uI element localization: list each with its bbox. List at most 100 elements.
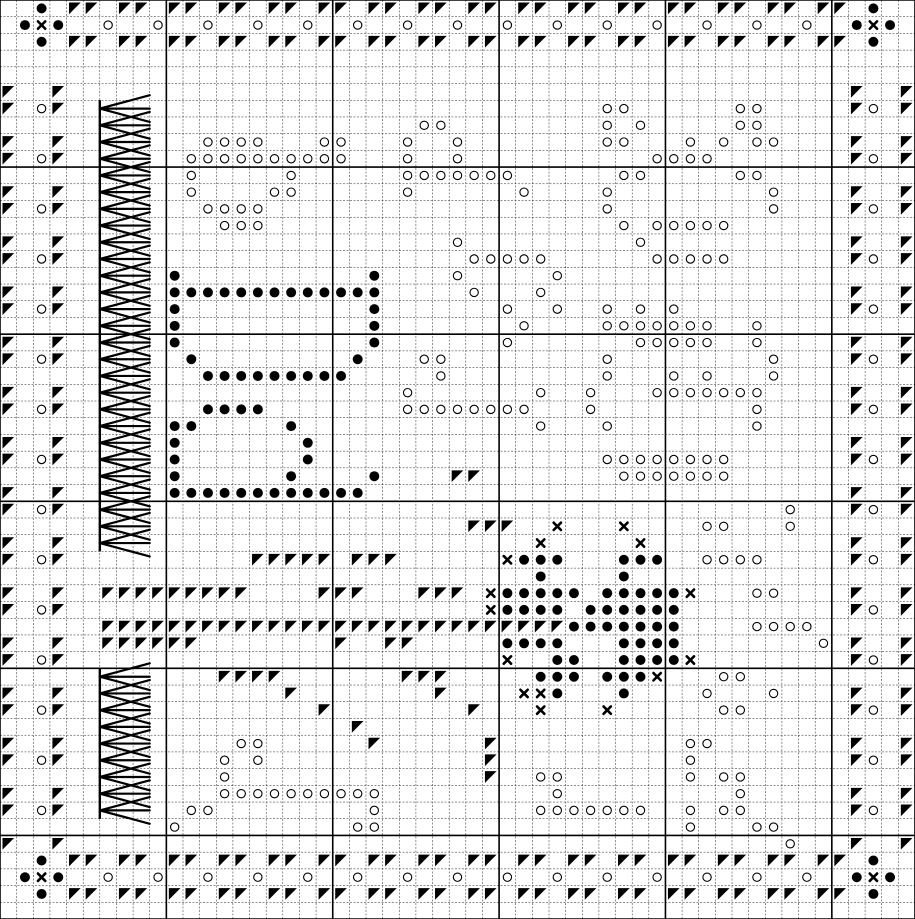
stitch-dot xyxy=(552,688,562,698)
stitch-dot xyxy=(602,605,612,615)
stitch-dot xyxy=(636,638,646,648)
stitch-dot xyxy=(186,354,196,364)
stitch-dot xyxy=(652,555,662,565)
stitch-dot xyxy=(669,588,679,598)
stitch-dot xyxy=(619,655,629,665)
stitch-dot xyxy=(619,588,629,598)
stitch-dot xyxy=(286,471,296,481)
stitch-dot xyxy=(170,455,180,465)
stitch-dot xyxy=(336,287,346,297)
stitch-dot xyxy=(20,20,30,30)
stitch-dot xyxy=(636,555,646,565)
stitch-dot xyxy=(519,555,529,565)
stitch-dot xyxy=(220,488,230,498)
stitch-dot xyxy=(619,571,629,581)
stitch-dot xyxy=(236,371,246,381)
stitch-dot xyxy=(270,371,280,381)
stitch-dot xyxy=(552,655,562,665)
stitch-dot xyxy=(236,287,246,297)
stitch-dot xyxy=(636,655,646,665)
stitch-dot xyxy=(619,688,629,698)
stitch-dot xyxy=(636,622,646,632)
stitch-dot xyxy=(286,488,296,498)
stitch-dot xyxy=(319,488,329,498)
stitch-dot xyxy=(253,488,263,498)
stitch-dot xyxy=(170,338,180,348)
stitch-dot xyxy=(303,371,313,381)
stitch-dot xyxy=(652,655,662,665)
stitch-dot xyxy=(53,872,63,882)
stitch-dot xyxy=(502,638,512,648)
stitch-dot xyxy=(552,638,562,648)
stitch-dot xyxy=(652,605,662,615)
stitch-dot xyxy=(203,404,213,414)
stitch-dot xyxy=(636,672,646,682)
stitch-dot xyxy=(253,371,263,381)
stitch-dot xyxy=(186,488,196,498)
stitch-dot xyxy=(868,37,878,47)
stitch-dot xyxy=(303,438,313,448)
stitch-dot xyxy=(37,856,47,866)
stitch-dot xyxy=(619,605,629,615)
stitch-dot xyxy=(353,488,363,498)
stitch-dot xyxy=(652,622,662,632)
stitch-dot xyxy=(502,588,512,598)
stitch-dot xyxy=(203,488,213,498)
stitch-dot xyxy=(619,555,629,565)
stitch-dot xyxy=(37,889,47,899)
stitch-dot xyxy=(286,371,296,381)
stitch-dot xyxy=(369,287,379,297)
stitch-dot xyxy=(20,872,30,882)
stitch-dot xyxy=(536,605,546,615)
stitch-dot xyxy=(319,371,329,381)
stitch-dot xyxy=(885,20,895,30)
stitch-dot xyxy=(669,605,679,615)
stitch-dot xyxy=(303,455,313,465)
stitch-dot xyxy=(619,672,629,682)
stitch-dot xyxy=(236,488,246,498)
stitch-dot xyxy=(652,588,662,598)
stitch-dot xyxy=(586,605,596,615)
stitch-dot xyxy=(519,588,529,598)
stitch-dot xyxy=(602,672,612,682)
stitch-dot xyxy=(536,588,546,598)
stitch-dot xyxy=(37,3,47,13)
stitch-dot xyxy=(552,605,562,615)
stitch-dot xyxy=(170,271,180,281)
stitch-dot xyxy=(552,555,562,565)
stitch-dot xyxy=(170,321,180,331)
stitch-dot xyxy=(868,856,878,866)
stitch-dot xyxy=(170,438,180,448)
stitch-dot xyxy=(552,588,562,598)
stitch-dot xyxy=(536,672,546,682)
stitch-dot xyxy=(536,638,546,648)
stitch-dot xyxy=(53,20,63,30)
stitch-dot xyxy=(303,488,313,498)
stitch-dot xyxy=(369,338,379,348)
stitch-dot xyxy=(602,622,612,632)
stitch-dot xyxy=(569,622,579,632)
stitch-dot xyxy=(203,371,213,381)
stitch-dot xyxy=(669,638,679,648)
stitch-dot xyxy=(170,287,180,297)
stitch-dot xyxy=(186,287,196,297)
stitch-dot xyxy=(203,287,213,297)
stitch-dot xyxy=(170,471,180,481)
stitch-dot xyxy=(502,605,512,615)
stitch-dot xyxy=(286,421,296,431)
stitch-dot xyxy=(170,421,180,431)
stitch-dot xyxy=(353,287,363,297)
stitch-dot xyxy=(270,488,280,498)
stitch-dot xyxy=(220,371,230,381)
stitch-dot xyxy=(619,622,629,632)
stitch-dot xyxy=(652,638,662,648)
stitch-dot xyxy=(336,488,346,498)
stitch-dot xyxy=(170,488,180,498)
stitch-dot xyxy=(186,421,196,431)
stitch-dot xyxy=(253,287,263,297)
stitch-dot xyxy=(353,354,363,364)
stitch-dot xyxy=(669,622,679,632)
stitch-dot xyxy=(602,588,612,598)
stitch-dot xyxy=(369,321,379,331)
